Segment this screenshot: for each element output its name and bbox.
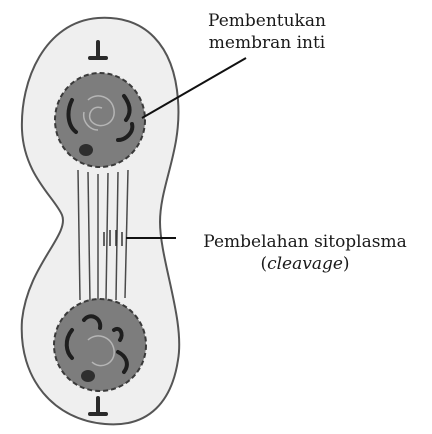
cleavage-label-line2: (cleavage) [178, 253, 432, 275]
bottom-daughter-nucleus [54, 299, 146, 391]
nuclear-membrane-label: Pembentukan membran inti [192, 10, 342, 54]
nuclear-membrane-label-line2: membran inti [192, 32, 342, 54]
cleavage-label: Pembelahan sitoplasma (cleavage) [178, 231, 432, 275]
top-daughter-nucleus [55, 73, 145, 167]
nuclear-membrane-label-line1: Pembentukan [192, 10, 342, 32]
cleavage-close-paren: ) [343, 254, 350, 274]
cleavage-term: cleavage [267, 254, 343, 274]
cleavage-label-line1: Pembelahan sitoplasma [178, 231, 432, 253]
